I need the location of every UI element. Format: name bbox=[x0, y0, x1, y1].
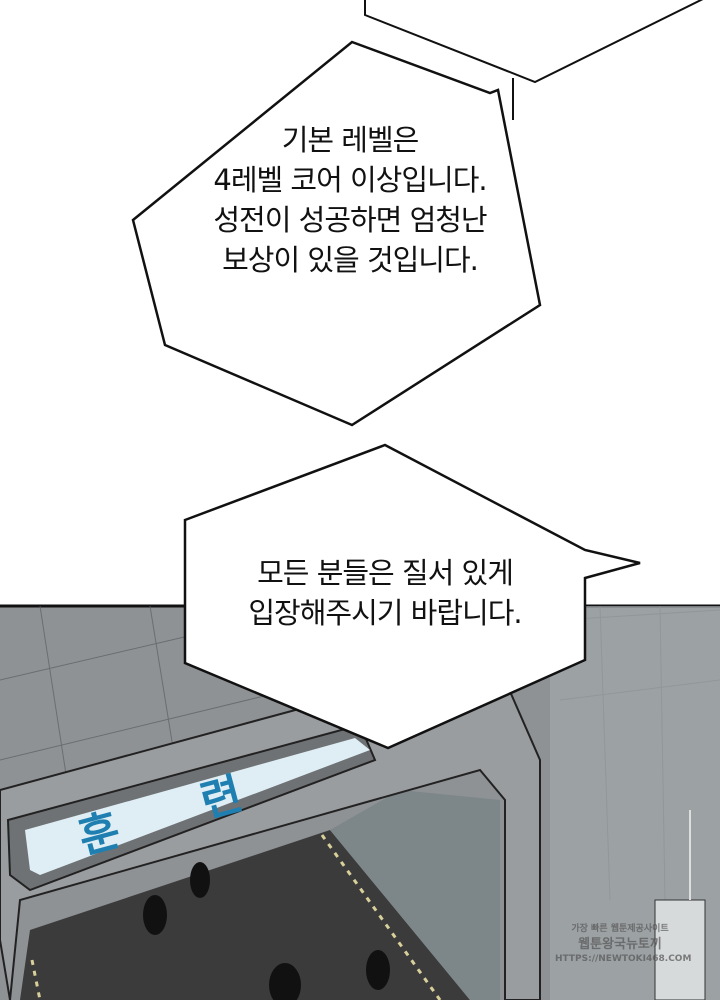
watermark-line: HTTPS://NEWTOKI468.COM bbox=[555, 954, 692, 964]
dialogue-line: 보상이 있을 것입니다. bbox=[222, 243, 479, 277]
dialogue-line: 4레벨 코어 이상입니다. bbox=[213, 163, 487, 197]
speech-bubble-partial bbox=[364, 0, 704, 84]
watermark-line: 웹툰왕국뉴토끼 bbox=[578, 937, 662, 952]
speech-bubble-2 bbox=[183, 443, 641, 750]
people-silhouettes bbox=[143, 862, 390, 1000]
road bbox=[20, 830, 470, 1000]
watermark-line: 가장 빠른 웹툰제공사이트 bbox=[571, 924, 669, 934]
watermark: 가장 빠른 웹툰제공사이트 웹툰왕국뉴토끼 HTTPS://NEWTOKI468… bbox=[555, 922, 692, 967]
speech-bubble-1 bbox=[131, 40, 542, 427]
dialogue-line: 모든 분들은 질서 있게 bbox=[257, 556, 514, 590]
sign-panel bbox=[25, 738, 370, 875]
dialogue-line: 입장해주시기 바랍니다. bbox=[248, 596, 522, 630]
bubble-2-text: 모든 분들은 질서 있게 입장해주시기 바랍니다. bbox=[185, 553, 585, 633]
bubble-1-text: 기본 레벨은 4레벨 코어 이상입니다. 성전이 성공하면 엄청난 보상이 있을… bbox=[150, 120, 550, 280]
dialogue-line: 성전이 성공하면 엄청난 bbox=[213, 203, 487, 237]
dialogue-line: 기본 레벨은 bbox=[281, 123, 420, 157]
